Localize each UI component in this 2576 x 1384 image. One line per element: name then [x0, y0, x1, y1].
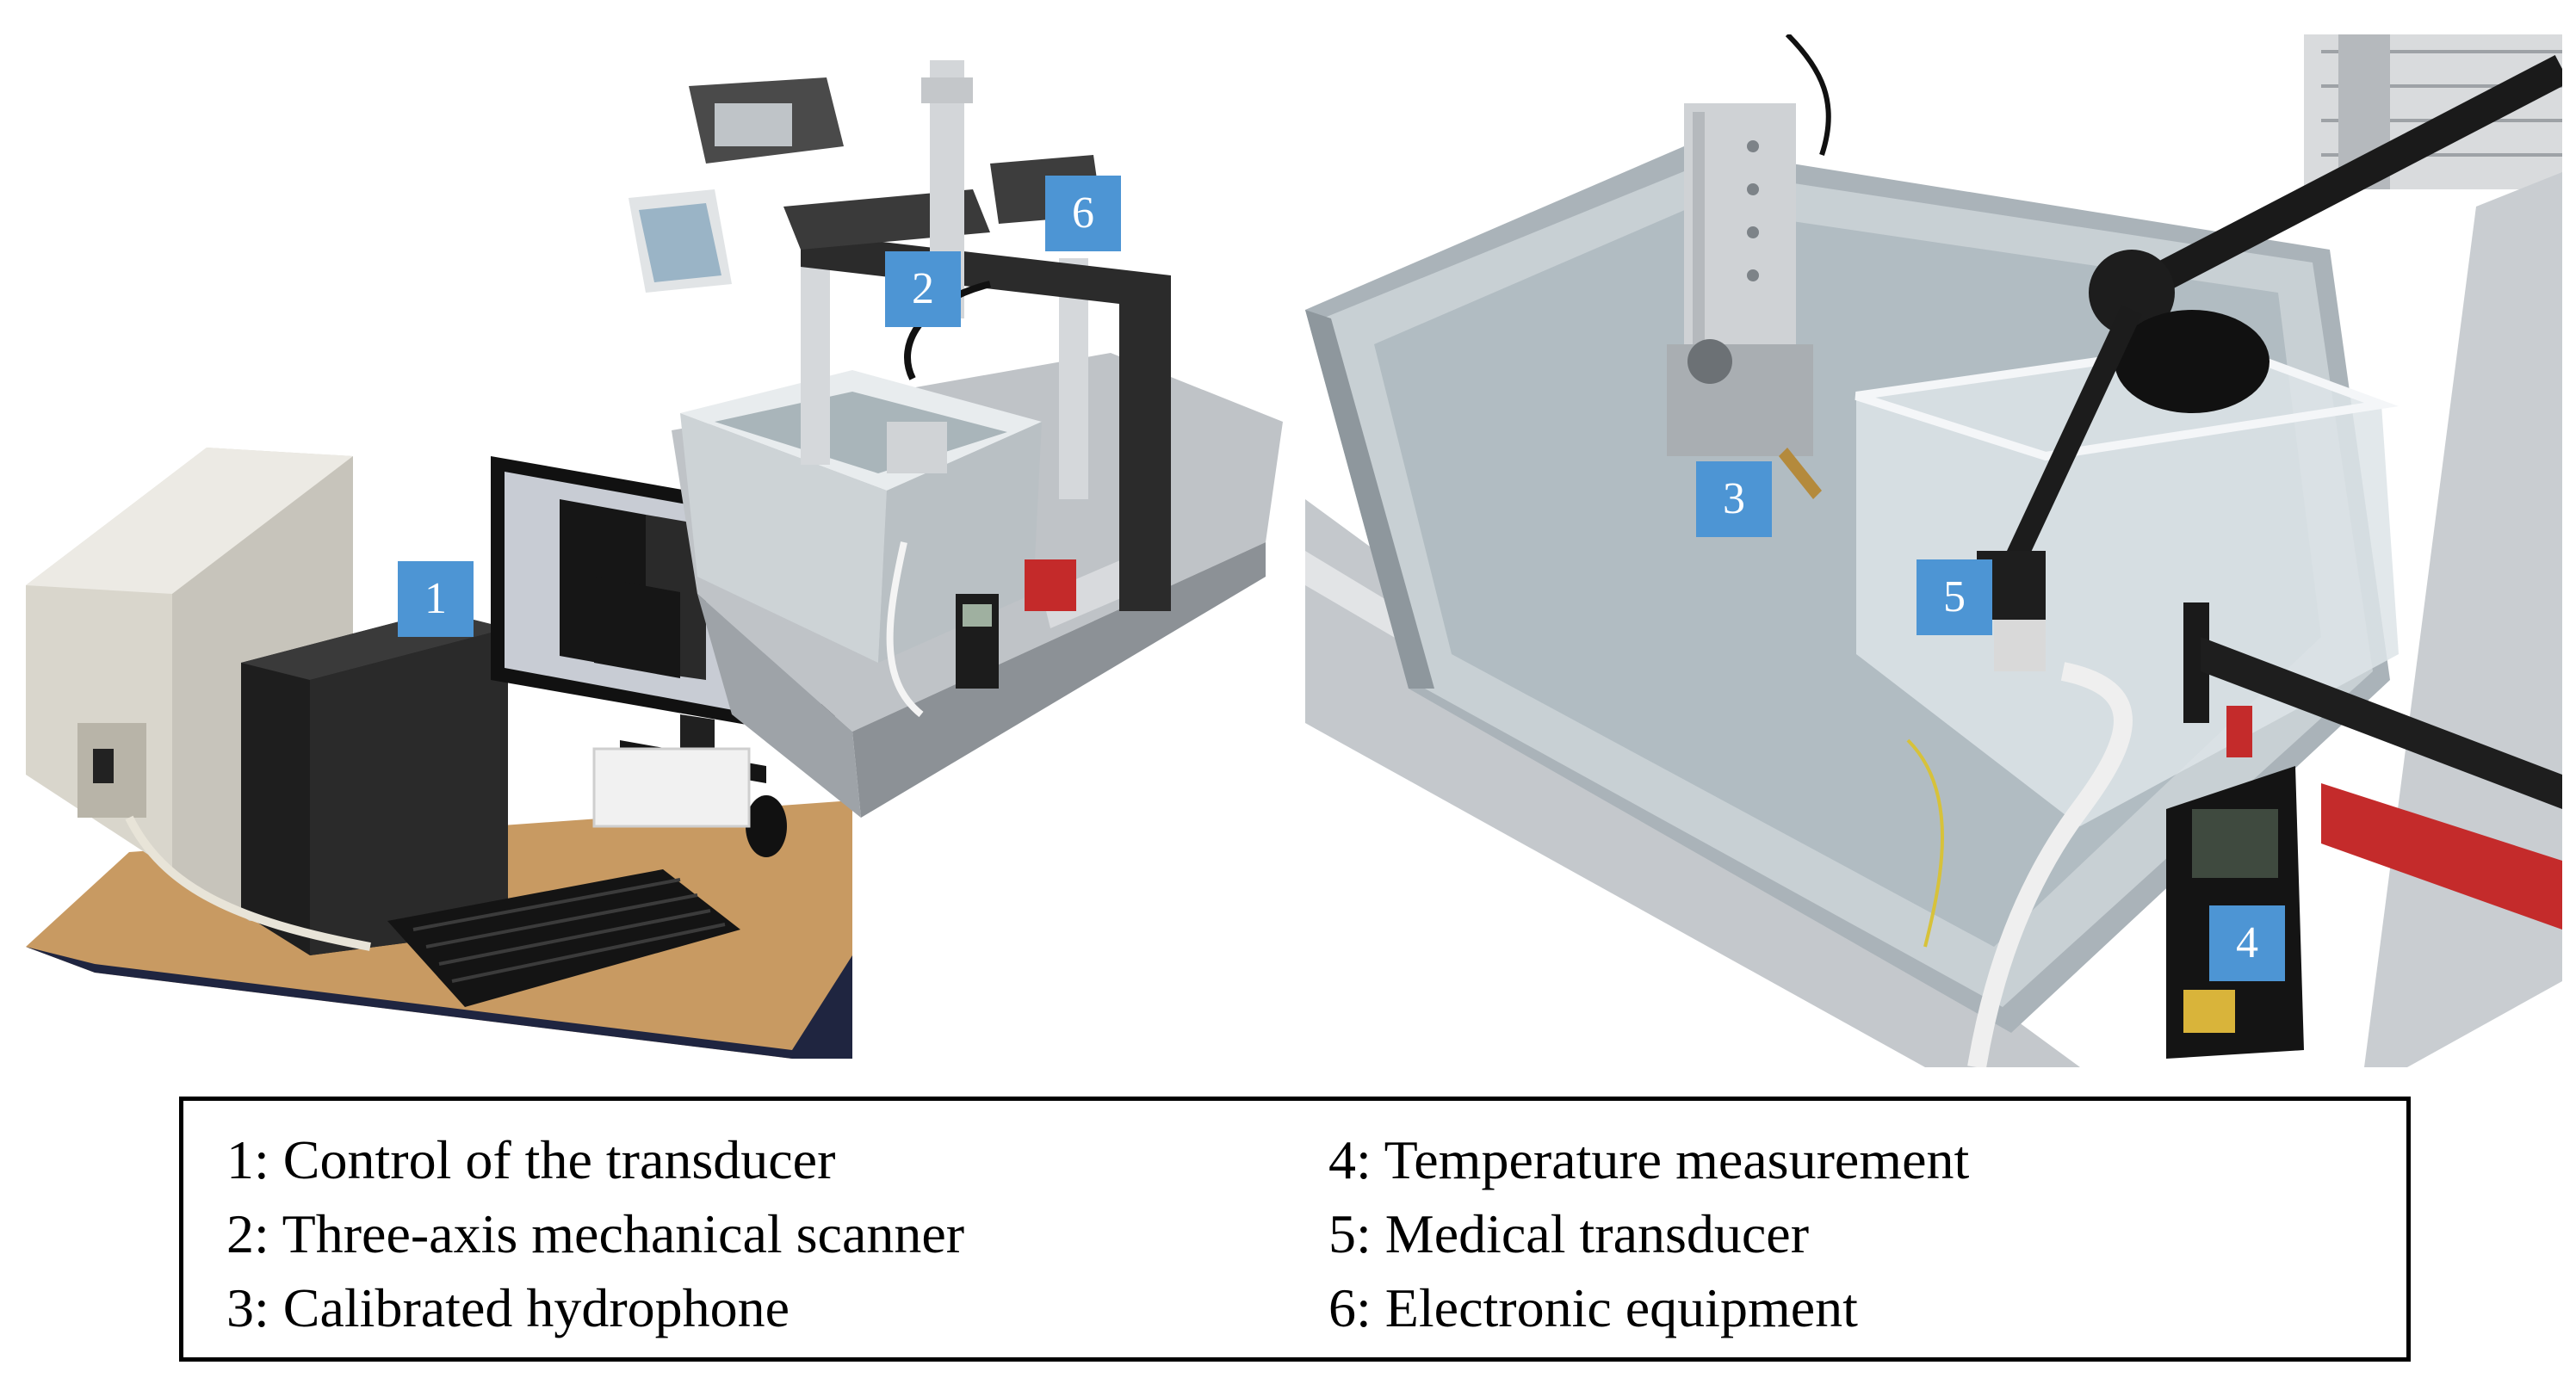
legend-item-temperature-measurement: 4: Temperature measurement: [1328, 1129, 1970, 1190]
tank-closeup-illustration: [1305, 34, 2562, 1067]
transducer-cable: [1967, 662, 2133, 1067]
articulated-arm: [2124, 55, 2562, 306]
legend-item-electronic-equipment: 6: Electronic equipment: [1328, 1277, 1858, 1338]
hydrophone-tip: [1779, 448, 1822, 499]
legend-item-calibrated-hydrophone: 3: Calibrated hydrophone: [226, 1277, 790, 1338]
mouse: [746, 795, 787, 857]
legend-item-mechanical-scanner: 2: Three-axis mechanical scanner: [226, 1203, 965, 1264]
legend-column-right: 4: Temperature measurement 5: Medical tr…: [1328, 1123, 1969, 1345]
marker-4: 4: [2209, 905, 2285, 981]
setup-overview-illustration: [26, 60, 1283, 1059]
marker-6: 6: [1045, 176, 1121, 251]
scanner-column: [801, 258, 830, 465]
desk-edge: [26, 947, 792, 1059]
legend-box: 1: Control of the transducer 2: Three-ax…: [179, 1097, 2411, 1362]
tank-closeup-photo: [1305, 34, 2562, 1067]
setup-overview-photo: [26, 60, 1283, 1059]
marker-1: 1: [398, 561, 474, 637]
inner-box: [1856, 344, 2399, 826]
marker-3: 3: [1696, 461, 1772, 537]
legend-column-left: 1: Control of the transducer 2: Three-ax…: [226, 1123, 964, 1345]
marker-2: 2: [885, 251, 961, 327]
legend-item-medical-transducer: 5: Medical transducer: [1328, 1203, 1809, 1264]
legend-item-control-transducer: 1: Control of the transducer: [226, 1129, 836, 1190]
marker-5: 5: [1917, 559, 1992, 635]
